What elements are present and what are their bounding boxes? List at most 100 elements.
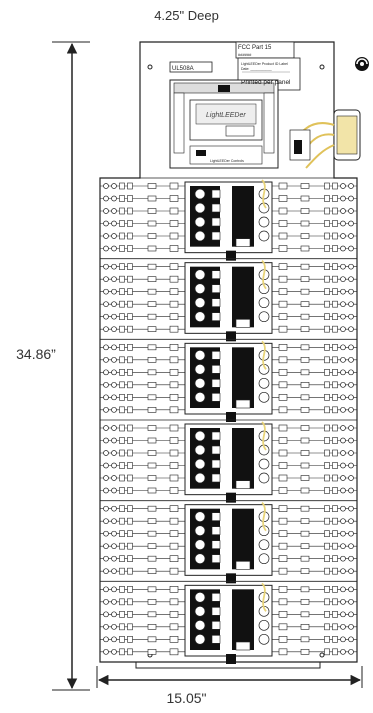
- terminal-screw: [111, 425, 117, 431]
- terminal-screw: [103, 450, 109, 456]
- depth-dimension-label: 4.25" Deep: [154, 8, 219, 23]
- terminal-screw: [103, 313, 109, 320]
- terminal-screw: [103, 394, 109, 401]
- terminal-screw: [340, 326, 346, 333]
- terminal-screw: [340, 245, 346, 252]
- ribbon-cable: [226, 250, 236, 261]
- ribbon-cable: [226, 654, 236, 664]
- terminal-screw: [111, 530, 117, 537]
- terminal-screw: [340, 301, 346, 308]
- terminal-screw: [340, 505, 346, 512]
- ribbon-cable: [226, 492, 236, 503]
- terminal-screw: [348, 233, 354, 239]
- signal-wire: [261, 421, 267, 451]
- terminal-screw: [348, 586, 354, 593]
- brand-label: LightLEEDer: [206, 112, 246, 119]
- terminal-screw: [103, 623, 109, 630]
- terminal-screw: [348, 356, 354, 363]
- terminal-screw: [348, 344, 354, 351]
- terminal-screw: [103, 543, 109, 550]
- terminal-screw: [103, 636, 109, 643]
- terminal-screw: [348, 276, 354, 283]
- terminal-screw: [348, 518, 354, 525]
- terminal-screw: [348, 313, 354, 320]
- terminal-screw: [340, 276, 346, 283]
- terminal-screw: [348, 598, 354, 605]
- terminal-screw: [340, 648, 346, 655]
- terminal-screw: [340, 543, 346, 550]
- terminal-screw: [340, 555, 346, 562]
- terminal-screw: [340, 394, 346, 401]
- terminal-screw: [111, 301, 117, 308]
- relay-module: [100, 177, 357, 261]
- terminal-screw: [111, 450, 117, 456]
- terminal-screw: [348, 394, 354, 401]
- brand-tag-label: LightLEEDer Controls: [210, 159, 244, 163]
- terminal-screw: [103, 598, 109, 605]
- terminal-screw: [348, 475, 354, 481]
- terminal-screw: [348, 555, 354, 562]
- terminal-screw: [103, 183, 109, 189]
- terminal-screw: [111, 233, 117, 239]
- terminal-screw: [103, 425, 109, 431]
- terminal-screw: [340, 586, 346, 593]
- terminal-screw: [103, 406, 109, 413]
- terminal-screw: [348, 326, 354, 333]
- terminal-screw: [348, 263, 354, 270]
- terminal-screw: [103, 276, 109, 283]
- terminal-screw: [111, 505, 117, 512]
- terminal-screw: [103, 530, 109, 537]
- terminal-screw: [348, 369, 354, 376]
- transformer-icon: [289, 109, 361, 169]
- fcc-sub-label: ######: [238, 52, 252, 57]
- terminal-screw: [340, 233, 346, 239]
- terminal-screw: [111, 220, 117, 227]
- terminal-screw: [340, 183, 346, 189]
- terminal-screw: [340, 611, 346, 618]
- model-label: UL508A: [172, 66, 194, 72]
- relay-modules: [100, 177, 357, 664]
- terminal-screw: [111, 437, 117, 444]
- terminal-screw: [348, 183, 354, 189]
- terminal-screw: [103, 555, 109, 562]
- terminal-screw: [348, 623, 354, 630]
- terminal-screw: [111, 326, 117, 333]
- terminal-screw: [103, 648, 109, 655]
- terminal-screw: [111, 598, 117, 605]
- terminal-screw: [340, 369, 346, 376]
- terminal-screw: [111, 636, 117, 643]
- width-dimension-label: 15.05": [166, 690, 207, 706]
- terminal-screw: [111, 245, 117, 252]
- terminal-screw: [348, 195, 354, 202]
- terminal-screw: [348, 505, 354, 512]
- terminal-screw: [111, 313, 117, 320]
- terminal-screw: [348, 568, 354, 575]
- terminal-screw: [111, 369, 117, 376]
- terminal-screw: [111, 288, 117, 295]
- ribbon-cable: [226, 331, 236, 342]
- terminal-screw: [103, 437, 109, 444]
- terminal-screw: [111, 394, 117, 401]
- terminal-screw: [103, 344, 109, 351]
- terminal-screw: [340, 475, 346, 481]
- relay-module: [100, 500, 357, 584]
- terminal-screw: [111, 406, 117, 413]
- terminal-screw: [340, 462, 346, 469]
- terminal-screw: [111, 183, 117, 189]
- terminal-screw: [103, 208, 109, 214]
- terminal-screw: [348, 301, 354, 308]
- terminal-screw: [348, 636, 354, 643]
- terminal-screw: [103, 263, 109, 270]
- terminal-screw: [348, 648, 354, 655]
- terminal-screw: [348, 245, 354, 252]
- terminal-screw: [340, 623, 346, 630]
- terminal-screw: [111, 518, 117, 525]
- terminal-screw: [111, 487, 117, 494]
- terminal-screw: [103, 568, 109, 575]
- signal-wire: [261, 582, 267, 612]
- terminal-screw: [340, 344, 346, 351]
- ribbon-cable: [226, 573, 236, 584]
- printed-per-panel-label: Printed per panel: [241, 79, 291, 86]
- signal-wire: [261, 260, 267, 290]
